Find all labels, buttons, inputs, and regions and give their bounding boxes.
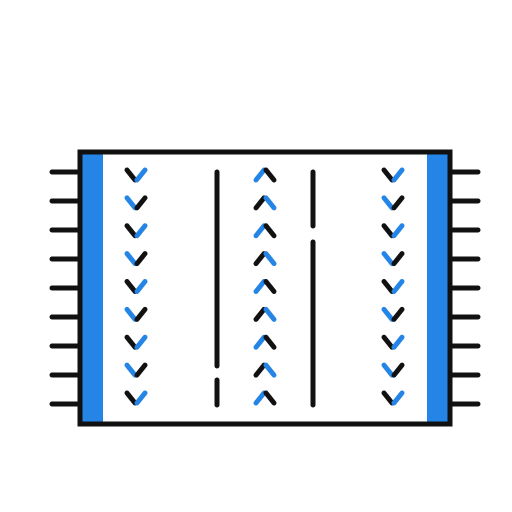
chevron bbox=[253, 362, 277, 378]
rug-band-right bbox=[427, 154, 448, 422]
chevron bbox=[381, 167, 405, 183]
chevron bbox=[124, 251, 148, 267]
chevron bbox=[124, 334, 148, 350]
chevron-stroke-left bbox=[381, 195, 395, 211]
chevron-stroke-left bbox=[253, 279, 267, 294]
chevron-stroke-right bbox=[263, 390, 277, 406]
chevron-stroke-right bbox=[263, 195, 277, 211]
chevron-stroke-right bbox=[391, 306, 405, 322]
chevron-stroke-left bbox=[381, 362, 395, 378]
chevron-stroke-right bbox=[134, 167, 148, 183]
chevron-stroke-left bbox=[381, 223, 395, 239]
chevron bbox=[124, 362, 148, 378]
chevron-stroke-left bbox=[381, 251, 395, 267]
chevron-stroke-right bbox=[134, 390, 148, 406]
chevron-stroke-left bbox=[381, 390, 395, 406]
chevron bbox=[124, 167, 148, 183]
chevron-stroke-left bbox=[253, 251, 267, 267]
chevron-stroke-right bbox=[391, 167, 405, 183]
chevron bbox=[124, 195, 148, 211]
chevron-stroke-right bbox=[134, 306, 148, 322]
fringe-right bbox=[447, 169, 481, 407]
chevron-stroke-left bbox=[124, 167, 138, 183]
chevron bbox=[381, 279, 405, 294]
chevron bbox=[124, 279, 148, 294]
chevron-stroke-right bbox=[263, 362, 277, 378]
chevron-stroke-left bbox=[253, 334, 267, 350]
chevron bbox=[253, 306, 277, 322]
fringe-left bbox=[49, 169, 83, 407]
chevron bbox=[381, 195, 405, 211]
chevron-stroke-left bbox=[253, 223, 267, 239]
chevron-stroke-right bbox=[263, 223, 277, 239]
chevron-stroke-left bbox=[381, 279, 395, 294]
chevron-stroke-right bbox=[391, 362, 405, 378]
rug-border bbox=[77, 149, 453, 427]
chevron-stroke-right bbox=[391, 279, 405, 294]
chevron-stroke-left bbox=[253, 390, 267, 406]
chevron-stroke-right bbox=[134, 362, 148, 378]
chevron-stroke-left bbox=[124, 223, 138, 239]
chevron-stroke-right bbox=[134, 223, 148, 239]
chevron-stroke-right bbox=[263, 251, 277, 267]
chevron-stroke-right bbox=[134, 334, 148, 350]
chevron bbox=[253, 195, 277, 211]
chevron-stroke-left bbox=[124, 279, 138, 294]
chevron-stroke-left bbox=[253, 306, 267, 322]
chevron-stroke-right bbox=[134, 251, 148, 267]
chevron-column-right bbox=[381, 167, 405, 406]
chevron-stroke-right bbox=[263, 279, 277, 294]
chevron bbox=[381, 334, 405, 350]
chevron bbox=[253, 279, 277, 294]
chevron-column-middle bbox=[253, 167, 277, 406]
chevron-stroke-right bbox=[134, 195, 148, 211]
chevron-stroke-left bbox=[381, 167, 395, 183]
chevron-stroke-left bbox=[124, 251, 138, 267]
chevron-stroke-right bbox=[263, 167, 277, 183]
chevron-stroke-right bbox=[263, 334, 277, 350]
chevron bbox=[381, 223, 405, 239]
chevron bbox=[381, 251, 405, 267]
chevron-stroke-right bbox=[263, 306, 277, 322]
chevron-stroke-left bbox=[124, 362, 138, 378]
chevron bbox=[253, 390, 277, 406]
chevron bbox=[253, 167, 277, 183]
chevron-stroke-left bbox=[124, 334, 138, 350]
chevron-stroke-left bbox=[381, 334, 395, 350]
rug-band-left bbox=[82, 154, 103, 422]
chevron-column-left bbox=[124, 167, 148, 406]
chevron-stroke-left bbox=[253, 167, 267, 183]
chevron-stroke-right bbox=[134, 279, 148, 294]
chevron bbox=[381, 390, 405, 406]
chevron bbox=[253, 251, 277, 267]
chevron-stroke-right bbox=[391, 195, 405, 211]
chevron bbox=[253, 223, 277, 239]
chevron-stroke-left bbox=[124, 306, 138, 322]
chevron bbox=[381, 306, 405, 322]
chevron-stroke-right bbox=[391, 334, 405, 350]
chevron-stroke-left bbox=[381, 306, 395, 322]
chevron-stroke-left bbox=[124, 390, 138, 406]
chevron-stroke-right bbox=[391, 223, 405, 239]
chevron-stroke-left bbox=[253, 362, 267, 378]
chevron bbox=[381, 362, 405, 378]
chevron bbox=[124, 390, 148, 406]
chevron-stroke-left bbox=[253, 195, 267, 211]
chevron-stroke-left bbox=[124, 195, 138, 211]
chevron-stroke-right bbox=[391, 251, 405, 267]
chevron bbox=[253, 334, 277, 350]
chevron bbox=[124, 223, 148, 239]
chevron-stroke-right bbox=[391, 390, 405, 406]
chevron bbox=[124, 306, 148, 322]
